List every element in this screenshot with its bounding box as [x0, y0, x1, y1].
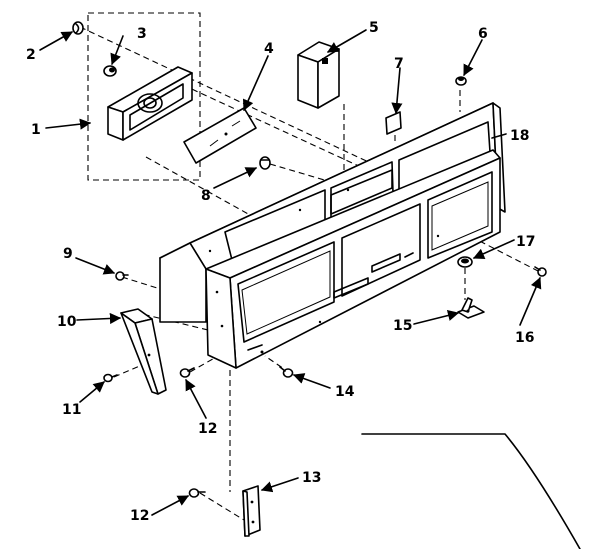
- callout-18: 18: [510, 128, 529, 144]
- clip-part-15: [457, 297, 485, 319]
- callout-16: 16: [515, 330, 534, 346]
- cap-part-8: [259, 156, 271, 170]
- switch-assembly-box: [87, 12, 201, 181]
- callout-1: 1: [31, 122, 41, 138]
- callout-12-lower: 12: [130, 508, 149, 524]
- callout-2: 2: [26, 47, 36, 63]
- grommet-part-6: [455, 76, 467, 86]
- switch-plate: [107, 66, 193, 141]
- callout-14: 14: [335, 384, 355, 400]
- glass-window-part-4: [183, 107, 257, 164]
- callout-17: 17: [516, 234, 535, 250]
- callout-labels: 2 3 1 4 5 6 7 8 18 9 10 11 12 14 17 16 1…: [26, 20, 535, 524]
- callout-15: 15: [393, 318, 412, 334]
- screw-part-12-upper: [179, 367, 195, 378]
- callout-4: 4: [264, 41, 274, 57]
- screw-part-14: [279, 366, 294, 378]
- callout-3: 3: [137, 26, 147, 42]
- side-trim-part-10: [120, 308, 167, 395]
- screw-part-12-lower: [188, 488, 206, 498]
- callout-10: 10: [57, 314, 77, 330]
- callout-5: 5: [369, 20, 379, 36]
- screw-part-11: [103, 373, 118, 383]
- bracket-part-7: [385, 111, 402, 135]
- module-part-5: [297, 41, 340, 109]
- callout-12-upper: 12: [198, 421, 217, 437]
- clip-part-2: [72, 21, 84, 35]
- callout-11: 11: [62, 402, 81, 418]
- screw-part-16: [534, 266, 547, 277]
- callout-8: 8: [201, 188, 211, 204]
- assembly-lines: [79, 12, 541, 521]
- adjacent-outline: [361, 433, 581, 549]
- leader-lines: [39, 29, 542, 516]
- screw-part-9: [115, 271, 129, 281]
- front-backguard-panel: [205, 149, 501, 369]
- callout-7: 7: [394, 56, 404, 72]
- callout-6: 6: [478, 26, 488, 42]
- bracket-part-13: [242, 485, 261, 537]
- knob-part-3: [103, 65, 117, 77]
- grommet-part-17: [457, 256, 473, 268]
- callout-13: 13: [302, 470, 321, 486]
- callout-9: 9: [63, 246, 73, 262]
